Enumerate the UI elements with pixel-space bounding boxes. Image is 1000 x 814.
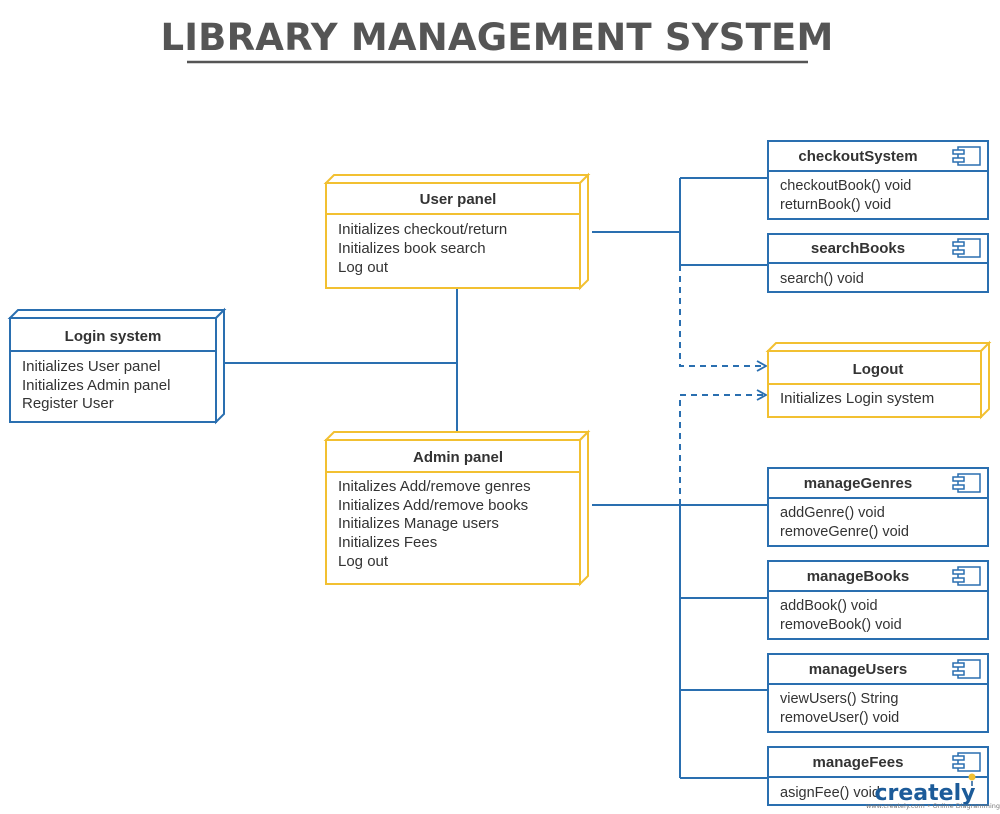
- lightbulb-icon: [968, 773, 976, 781]
- node-title: User panel: [420, 191, 497, 208]
- node-line: Initializes book search: [338, 240, 486, 257]
- component-manage-fees[interactable]: manageFees asignFee() void: [767, 746, 989, 806]
- component-manage-books[interactable]: manageBooks addBook() void removeBook() …: [767, 560, 989, 640]
- component-icon: [952, 752, 981, 772]
- node-line: Initializes Manage users: [338, 515, 499, 532]
- component-icon: [952, 473, 981, 493]
- node-line: Initializes Fees: [338, 534, 437, 551]
- component-title: manageUsers: [809, 661, 907, 678]
- node-title: Login system: [65, 328, 162, 345]
- logo-name: creately: [875, 781, 976, 806]
- component-title: searchBooks: [811, 240, 905, 257]
- component-title: manageFees: [813, 754, 904, 771]
- component-line: asignFee() void: [780, 785, 880, 801]
- node-line: Initalizes Add/remove genres: [338, 478, 531, 495]
- component-title: checkoutSystem: [798, 148, 917, 165]
- node-admin-panel[interactable]: Admin panel Initalizes Add/remove genres…: [323, 429, 591, 587]
- creately-logo[interactable]: creately www.creately.com • Online Diagr…: [866, 773, 1000, 811]
- node-title: Admin panel: [413, 449, 503, 466]
- component-line: addGenre() void: [780, 505, 885, 521]
- node-login-system[interactable]: Login system Initializes User panel Init…: [7, 307, 227, 425]
- node-line: Log out: [338, 259, 389, 276]
- node-line: Initializes Login system: [780, 390, 934, 407]
- dashed-connectors: [679, 265, 768, 505]
- component-manage-users[interactable]: manageUsers viewUsers() String removeUse…: [767, 653, 989, 733]
- connectors: [225, 177, 768, 779]
- dashed-arrow-user-to-logout: [679, 265, 768, 372]
- component-line: viewUsers() String: [780, 691, 898, 707]
- logo-tagline: www.creately.com • Online Diagramming: [866, 802, 1000, 810]
- node-logout[interactable]: Logout Initializes Login system: [765, 340, 992, 420]
- node-line: Initializes Add/remove books: [338, 497, 528, 514]
- component-manage-genres[interactable]: manageGenres addGenre() void removeGenre…: [767, 467, 989, 547]
- component-icon: [952, 566, 981, 586]
- component-line: search() void: [780, 271, 864, 287]
- page-title: LIBRARY MANAGEMENT SYSTEM: [160, 16, 833, 59]
- node-line: Initializes checkout/return: [338, 221, 507, 238]
- component-title: manageGenres: [804, 475, 912, 492]
- component-icon: [952, 659, 981, 679]
- component-icon: [952, 146, 981, 166]
- component-line: removeUser() void: [780, 710, 899, 726]
- node-title: Logout: [853, 361, 904, 378]
- node-line: Log out: [338, 553, 389, 570]
- component-line: returnBook() void: [780, 197, 891, 213]
- node-user-panel[interactable]: User panel Initializes checkout/return I…: [323, 172, 591, 291]
- component-line: checkoutBook() void: [780, 178, 911, 194]
- component-title: manageBooks: [807, 568, 910, 585]
- node-line: Register User: [22, 395, 114, 412]
- dashed-arrow-admin-to-logout: [679, 389, 768, 505]
- node-line: Initializes Admin panel: [22, 377, 170, 394]
- component-line: addBook() void: [780, 598, 878, 614]
- component-icon: [952, 238, 981, 258]
- component-line: removeBook() void: [780, 617, 902, 633]
- component-search-books[interactable]: searchBooks search() void: [767, 233, 989, 293]
- node-line: Initializes User panel: [22, 358, 160, 375]
- component-checkout-system[interactable]: checkoutSystem checkoutBook() void retur…: [767, 140, 989, 220]
- component-line: removeGenre() void: [780, 524, 909, 540]
